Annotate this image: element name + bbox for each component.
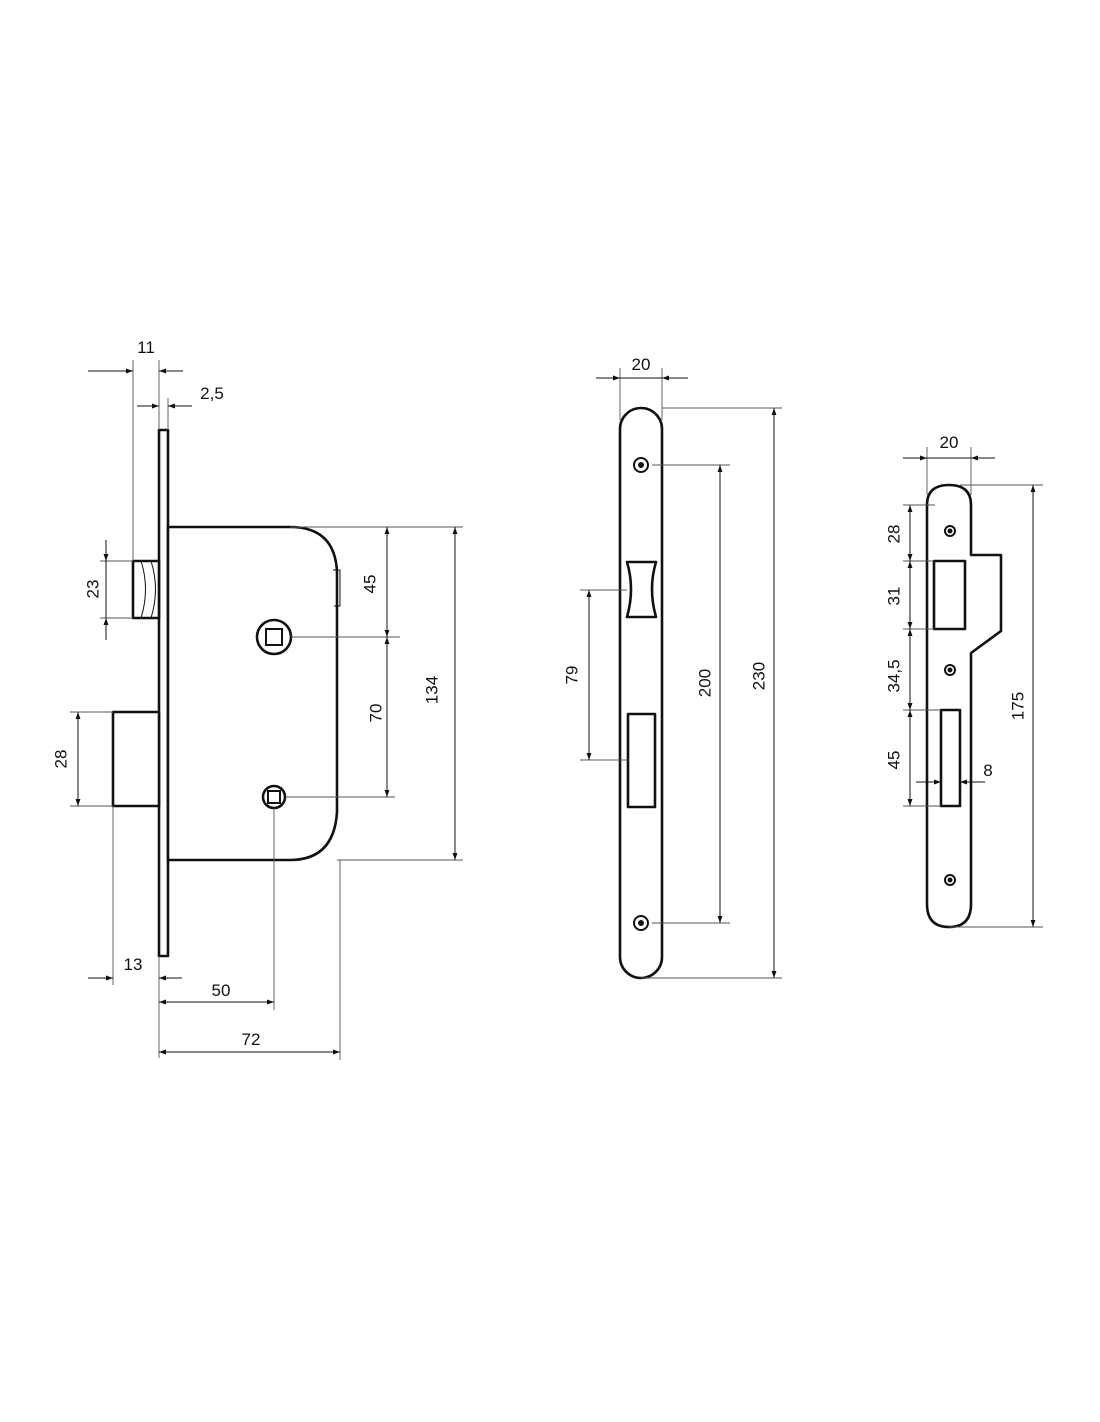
dim-striker-long-length: 230 xyxy=(749,662,768,690)
dim-striker-short-gap: 34,5 xyxy=(884,659,903,692)
dim-latch-height: 23 xyxy=(83,580,102,599)
dim-striker-long-hole-spacing: 200 xyxy=(695,669,714,697)
dim-faceplate-thickness: 2,5 xyxy=(200,384,224,403)
dim-handle-to-key: 70 xyxy=(366,704,385,723)
dim-striker-short-bolt-opening: 45 xyxy=(884,751,903,770)
dim-striker-short-bolt-width: 8 xyxy=(983,761,992,780)
dim-striker-short-top-to-latch: 28 xyxy=(884,525,903,544)
dim-deadbolt-throw: 13 xyxy=(124,955,143,974)
dim-case-height: 134 xyxy=(422,676,441,704)
dim-striker-long-width: 20 xyxy=(632,355,651,374)
dim-striker-short-width: 20 xyxy=(940,433,959,452)
dim-handle-to-face: 45 xyxy=(360,575,379,594)
dim-striker-long-opening-span: 79 xyxy=(562,666,581,685)
striker-short-plate xyxy=(925,483,1003,929)
key-square xyxy=(267,790,281,804)
striker-long-bolt-opening xyxy=(626,712,657,809)
dim-faceplate-width: 11 xyxy=(137,338,155,357)
deadbolt xyxy=(111,710,161,808)
striker-long-plate xyxy=(618,406,664,980)
dim-deadbolt-height: 28 xyxy=(51,750,70,769)
dim-striker-short-latch-opening: 31 xyxy=(884,587,903,606)
striker-long-view: 20 79 200 230 xyxy=(562,355,782,980)
striker-short-bolt-opening xyxy=(939,708,962,808)
dim-striker-short-length: 175 xyxy=(1008,692,1027,720)
case-notch xyxy=(333,569,341,607)
handle-spindle-square xyxy=(265,628,283,646)
dim-case-depth: 72 xyxy=(242,1030,261,1049)
dim-backset: 50 xyxy=(212,981,231,1000)
striker-short-latch-opening xyxy=(932,559,967,631)
striker-short-view: 20 28 31 34,5 45 8 175 xyxy=(884,433,1043,929)
latch-bolt-curve xyxy=(140,560,156,619)
lock-faceplate xyxy=(157,428,170,958)
lock-case xyxy=(166,525,339,862)
striker-long-latch-opening xyxy=(625,560,658,619)
lock-body-view: 11 2,5 23 28 13 50 72 xyxy=(51,338,463,1060)
